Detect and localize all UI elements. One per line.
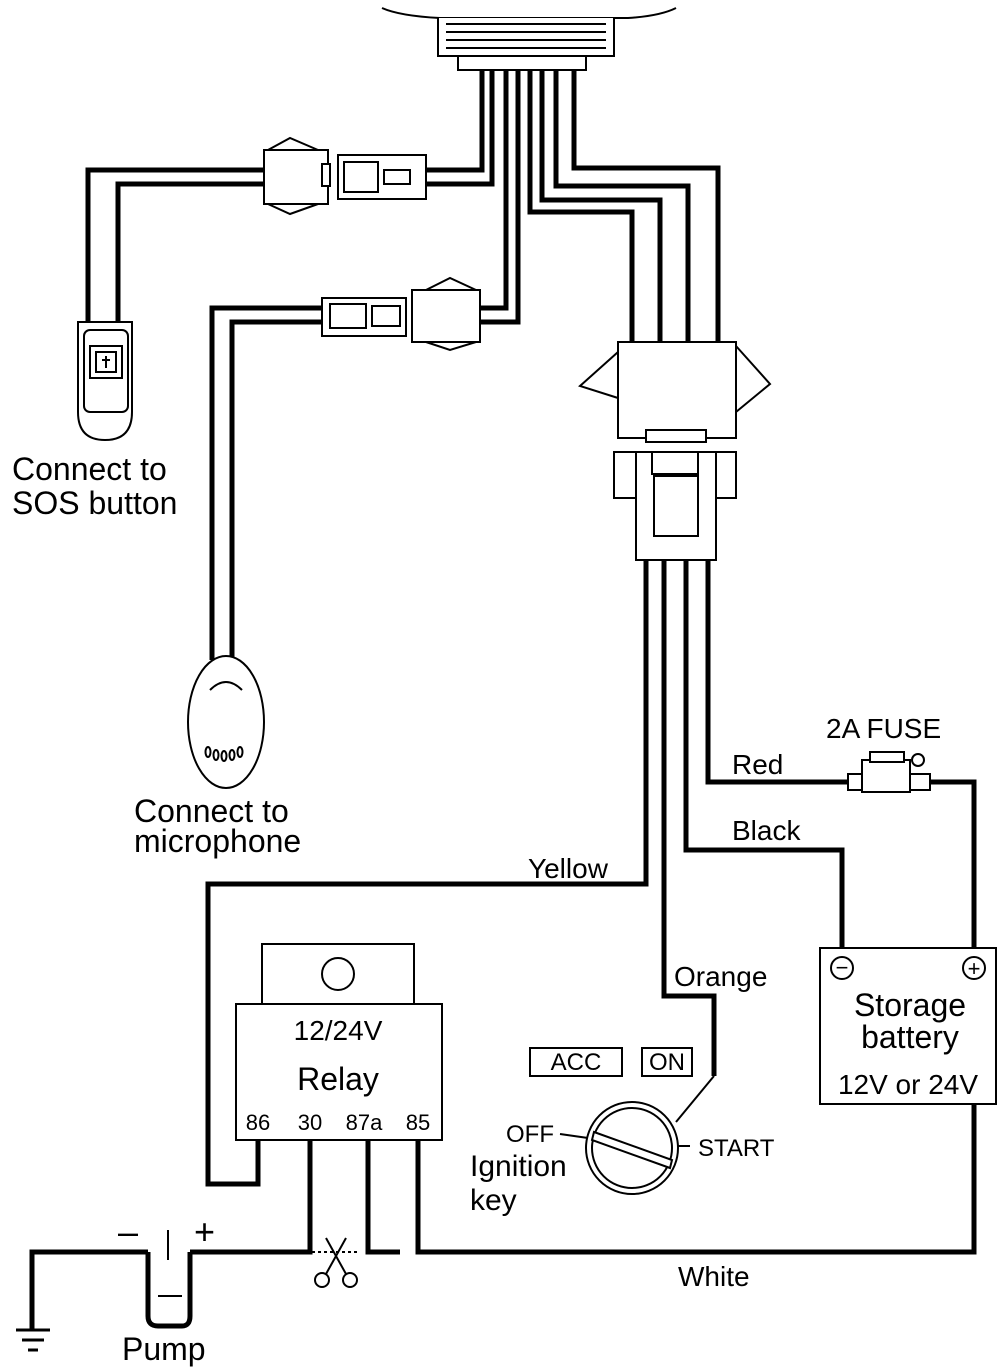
start-label: START	[698, 1135, 775, 1162]
red-wire-label: Red	[732, 749, 783, 780]
mic-label-line1: Connect to	[134, 793, 289, 829]
sos-connector	[263, 136, 427, 216]
white-wire-label: White	[678, 1261, 750, 1292]
acc-label: ACC	[551, 1049, 602, 1076]
pump-icon	[145, 1230, 193, 1329]
battery-minus-label: −	[836, 955, 849, 980]
power-wires	[29, 560, 977, 1330]
ignition-label-line2: key	[470, 1184, 517, 1217]
pump-plus-label: +	[194, 1211, 215, 1252]
power-connector	[578, 341, 772, 561]
scissors-icon	[312, 1237, 360, 1288]
battery-label-line2: battery	[861, 1019, 959, 1055]
on-label: ON	[649, 1049, 685, 1076]
tracker-device-base	[381, 7, 677, 71]
relay-title-label: Relay	[297, 1061, 379, 1097]
relay-box	[235, 943, 443, 1141]
pump-minus-label: –	[118, 1211, 138, 1252]
sos-label-line1: Connect to	[12, 451, 167, 487]
fuse-icon	[847, 751, 931, 793]
fuse-label: 2A FUSE	[826, 713, 941, 744]
relay-voltage-label: 12/24V	[294, 1015, 383, 1046]
battery-box	[819, 947, 997, 1105]
ground-icon	[16, 1328, 50, 1352]
mic-label-line2: microphone	[134, 823, 301, 859]
microphone-icon	[187, 655, 265, 789]
relay-pin-87a: 87a	[346, 1110, 383, 1135]
mic-connector	[321, 276, 481, 352]
relay-pin-86: 86	[246, 1110, 270, 1135]
ignition-label-line1: Ignition	[470, 1150, 567, 1183]
battery-voltage-label: 12V or 24V	[838, 1069, 978, 1100]
relay-pin-85: 85	[406, 1110, 430, 1135]
off-label: OFF	[506, 1121, 554, 1148]
battery-plus-label: +	[968, 956, 981, 981]
battery-label-line1: Storage	[854, 987, 966, 1023]
pump-label: Pump	[122, 1331, 206, 1367]
black-wire-label: Black	[732, 815, 801, 846]
relay-pin-30: 30	[298, 1110, 322, 1135]
labels: Connect to SOS button Connect to microph…	[12, 451, 980, 1367]
sos-label-line2: SOS button	[12, 485, 177, 521]
orange-wire-label: Orange	[674, 961, 767, 992]
sos-button-icon	[77, 321, 133, 442]
wire-harness	[85, 70, 721, 660]
ignition-key-icon	[529, 1047, 715, 1195]
yellow-wire-label: Yellow	[528, 853, 609, 884]
